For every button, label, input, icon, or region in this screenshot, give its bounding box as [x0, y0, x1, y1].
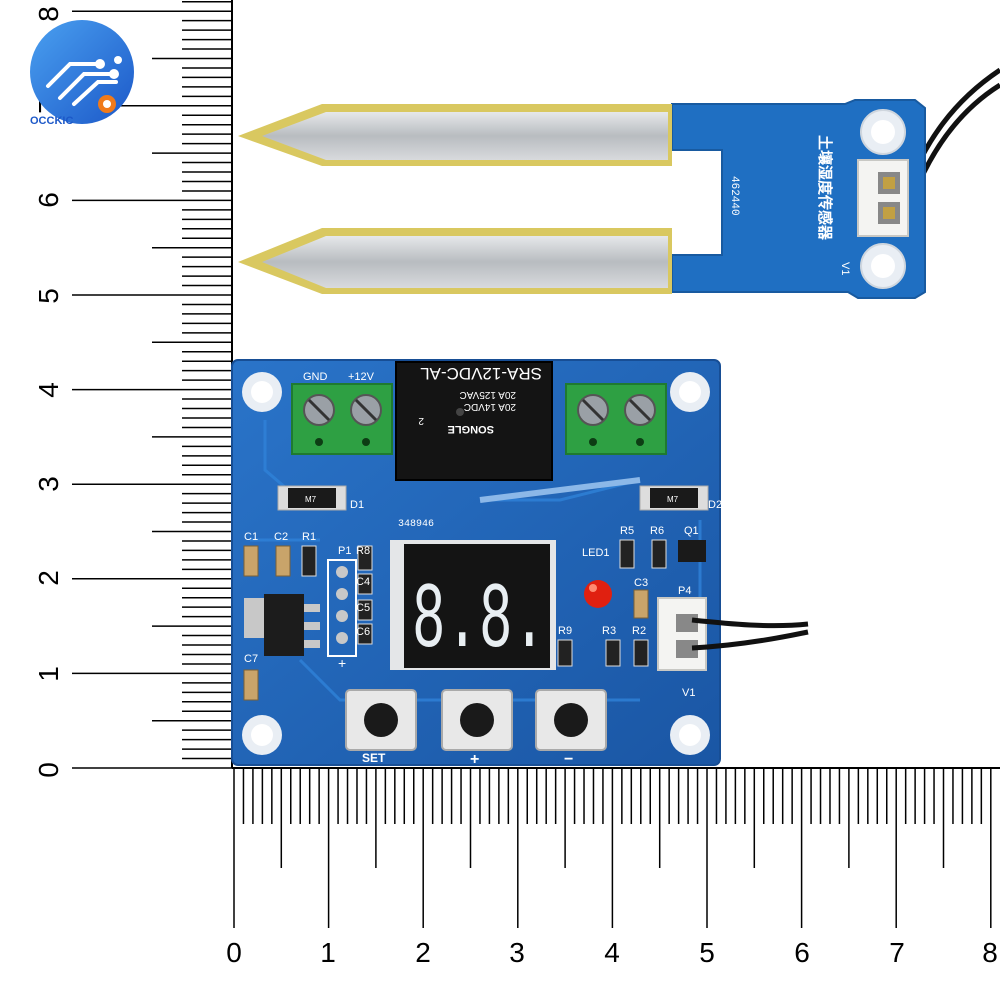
label-12v: +12V: [348, 371, 375, 383]
label-c7: C7: [244, 653, 258, 665]
vruler-label-5: 5: [33, 288, 64, 304]
vruler-label-8: 8: [33, 6, 64, 22]
hruler-label-5: 5: [699, 937, 715, 968]
status-led: [584, 580, 612, 608]
hruler-label-3: 3: [509, 937, 525, 968]
label-gnd: GND: [303, 371, 328, 383]
label-p4: P4: [678, 585, 691, 597]
power-terminal-block: [291, 383, 393, 455]
hruler-label-0: 0: [226, 937, 242, 968]
probe-version: V1: [839, 262, 851, 275]
label-r3: R3: [602, 625, 616, 637]
seven-segment-display: [390, 540, 556, 670]
relay-model: SRA-12VDC-AL: [420, 364, 542, 383]
controller-board: [231, 359, 809, 766]
label-plus: +: [470, 751, 479, 768]
diode-d1: [277, 485, 347, 511]
display-digits: 8.8.: [412, 569, 546, 675]
horizontal-ruler: [232, 767, 1000, 928]
label-c2: C2: [274, 531, 288, 543]
header-p1: [327, 559, 357, 657]
relay-terminal-block: [565, 383, 667, 455]
vruler-label-2: 2: [33, 570, 64, 586]
label-set: SET: [362, 751, 386, 765]
label-p1: P1: [338, 545, 351, 557]
soil-moisture-probe: [238, 67, 1000, 299]
vruler-label-4: 4: [33, 382, 64, 398]
diode-d1-mark: M7: [305, 495, 317, 504]
relay-pin: 2: [418, 415, 424, 426]
logo-text: OCCKIC: [30, 115, 73, 127]
label-r8: R8: [356, 545, 370, 557]
sensor-connector-p4: [657, 597, 707, 671]
label-plus-p1: +: [338, 655, 346, 671]
button-plus: [441, 689, 513, 751]
board-mounting-holes: [242, 372, 710, 755]
diode-d2-mark: M7: [667, 495, 679, 504]
vruler-label-0: 0: [33, 762, 64, 778]
hruler-label-1: 1: [320, 937, 336, 968]
hruler-label-2: 2: [415, 937, 431, 968]
relay-brand: SONGLE: [448, 423, 494, 435]
probe-code: 462440: [728, 176, 740, 216]
relay: [395, 361, 553, 481]
relay-rating-1: 20A 125VAC: [459, 389, 516, 400]
vertical-ruler: [72, 0, 233, 769]
label-d2: D2: [708, 499, 722, 511]
hruler-label-8: 8: [982, 937, 998, 968]
vruler-label-3: 3: [33, 476, 64, 492]
voltage-regulator: [244, 594, 320, 656]
label-led1: LED1: [582, 547, 610, 559]
label-c3: C3: [634, 577, 648, 589]
button-minus: [535, 689, 607, 751]
button-set: [345, 689, 417, 751]
label-c6: C6: [356, 626, 370, 638]
label-minus: −: [564, 751, 573, 768]
probe-chinese-label: 土壤湿度传感器: [816, 135, 834, 241]
vruler-label-1: 1: [33, 666, 64, 682]
label-r6: R6: [650, 525, 664, 537]
vruler-label-6: 6: [33, 192, 64, 208]
hruler-label-4: 4: [604, 937, 620, 968]
brand-logo: [30, 20, 134, 124]
relay-rating-2: 20A 14VDC: [464, 401, 516, 412]
label-c1: C1: [244, 531, 258, 543]
label-c4: C4: [356, 576, 370, 588]
label-q1: Q1: [684, 525, 699, 537]
label-v1: V1: [682, 687, 695, 699]
label-r1: R1: [302, 531, 316, 543]
hruler-label-7: 7: [889, 937, 905, 968]
label-d1: D1: [350, 499, 364, 511]
label-r9: R9: [558, 625, 572, 637]
label-r5: R5: [620, 525, 634, 537]
board-code: 348946: [398, 519, 434, 530]
label-c5: C5: [356, 602, 370, 614]
hruler-label-6: 6: [794, 937, 810, 968]
diode-d2: [639, 485, 709, 511]
label-r2: R2: [632, 625, 646, 637]
